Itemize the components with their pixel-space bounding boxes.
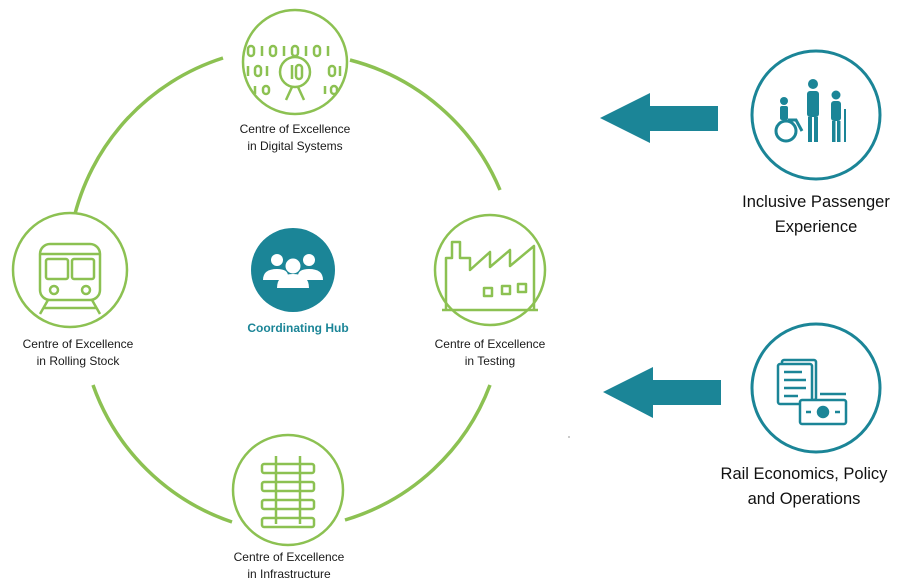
testing-label: Centre of Excellence in Testing bbox=[434, 337, 546, 368]
coordinating-hub bbox=[251, 228, 335, 312]
passenger-theme-node bbox=[750, 49, 882, 181]
wheelchair-icon bbox=[774, 118, 804, 143]
rolling-stock-label: Centre of Excellence in Rolling Stock bbox=[22, 337, 134, 368]
testing-node bbox=[433, 213, 547, 327]
rolling-stock-node bbox=[11, 211, 129, 329]
coordinating-hub-label: Coordinating Hub bbox=[247, 321, 349, 335]
economics-theme-node bbox=[750, 322, 882, 454]
people-group-icon bbox=[263, 254, 323, 288]
passenger-theme-label: Inclusive Passenger Experience bbox=[742, 193, 890, 236]
train-icon bbox=[38, 242, 102, 315]
binary-code-magnifier-icon bbox=[246, 44, 342, 101]
rail-track-icon bbox=[260, 456, 316, 529]
economics-theme-label: Rail Economics, Policy and Operations bbox=[720, 465, 888, 508]
stray-dot bbox=[568, 436, 570, 438]
infrastructure-node bbox=[231, 433, 345, 547]
infrastructure-label: Centre of Excellence in Infrastructure bbox=[233, 550, 345, 581]
factory-icon bbox=[442, 240, 538, 312]
digital-systems-node bbox=[241, 8, 349, 116]
arrow-left-icon bbox=[600, 93, 718, 143]
accessible-family-icon bbox=[780, 79, 846, 142]
digital-systems-label: Centre of Excellence in Digital Systems bbox=[239, 122, 351, 153]
documents-money-icon bbox=[776, 358, 848, 426]
ring bbox=[71, 56, 502, 524]
arrow-left-icon bbox=[603, 367, 721, 418]
